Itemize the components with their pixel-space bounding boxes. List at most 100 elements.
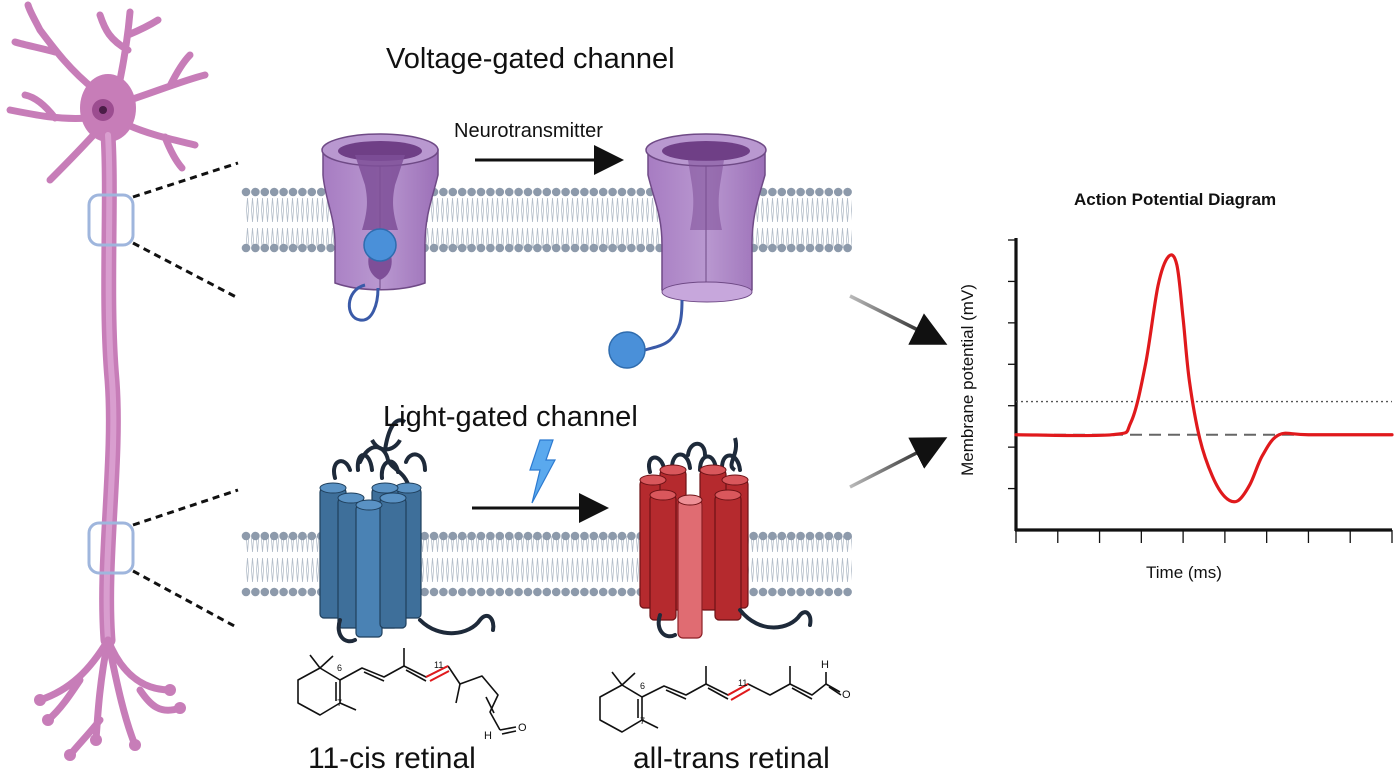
phospholipid-head (326, 243, 335, 253)
phospholipid-head (786, 587, 796, 597)
atom-label-7-trans: 7 (640, 716, 646, 726)
phospholipid-head (768, 187, 777, 197)
neurotransmitter-label: Neurotransmitter (454, 120, 603, 142)
phospholipid-head (457, 587, 467, 597)
phospholipid-head (589, 243, 599, 253)
phospholipid-head (542, 531, 552, 541)
phospholipid-head (843, 587, 852, 597)
phospholipid-head (504, 531, 514, 541)
phospholipid-head (279, 187, 288, 197)
phospholipid-head (617, 243, 627, 253)
phospholipid-head (561, 243, 570, 253)
phospholipid-head (316, 243, 326, 253)
phospholipid-head (260, 243, 270, 253)
phospholipid-head (570, 243, 580, 253)
light-gated-title: Light-gated channel (383, 401, 638, 433)
phospholipid-head (448, 187, 458, 197)
phospholipid-head (749, 587, 758, 597)
phospholipid-head (495, 243, 505, 253)
phospholipid-head (598, 243, 608, 253)
phospholipid-head (815, 531, 824, 541)
phospholipid-head (251, 187, 260, 197)
phospholipid-head (786, 243, 796, 253)
phospholipid-head (533, 243, 542, 253)
phospholipid-head (288, 187, 298, 197)
phospholipid-head (580, 187, 589, 197)
phospholipid-head (824, 187, 834, 197)
phospholipid-head (429, 243, 439, 253)
phospholipid-head (467, 587, 476, 597)
phospholipid-head (758, 531, 768, 541)
phospholipid-head (777, 587, 787, 597)
phospholipid-head (542, 243, 552, 253)
opsin-closed-icon (319, 418, 496, 644)
retinal-structure-icon (297, 648, 517, 735)
phospholipid-head (307, 587, 317, 597)
phospholipid-head (843, 243, 852, 253)
phospholipid-head (495, 187, 505, 197)
neuron-icon (6, 1, 209, 761)
phospholipid-head (241, 587, 251, 597)
phospholipid-head (598, 531, 608, 541)
phospholipid-head (570, 531, 580, 541)
phospholipid-head (796, 187, 805, 197)
phospholipid-head (608, 587, 617, 597)
phospholipid-head (298, 531, 307, 541)
phospholipid-head (542, 187, 552, 197)
trans-retinal-caption: all-trans retinal (633, 742, 830, 775)
voltage-gated-title: Voltage-gated channel (386, 43, 675, 75)
phospholipid-head (251, 531, 260, 541)
phospholipid-head (467, 531, 476, 541)
phospholipid-head (457, 243, 467, 253)
phospholipid-head (589, 587, 599, 597)
phospholipid-head (486, 187, 495, 197)
phospholipid-head (523, 587, 533, 597)
phospholipid-head (486, 531, 495, 541)
phospholipid-head (533, 587, 542, 597)
phospholipid-head (627, 243, 636, 253)
chart-y-label: Membrane potential (mV) (958, 284, 977, 476)
phospholipid-head (777, 243, 787, 253)
phospholipid-head (420, 587, 429, 597)
phospholipid-head (833, 187, 843, 197)
phospholipid-head (307, 243, 317, 253)
phospholipid-head (476, 187, 486, 197)
chart-x-label: Time (ms) (1146, 563, 1222, 582)
phospholipid-head (551, 531, 561, 541)
phospholipid-head (514, 187, 523, 197)
to-chart-arrow-lower (849, 437, 948, 489)
atom-label-11: 11 (434, 660, 444, 670)
phospholipid-head (627, 187, 636, 197)
phospholipid-head (805, 587, 815, 597)
phospholipid-head (796, 243, 805, 253)
phospholipid-head (288, 243, 298, 253)
phospholipid-head (439, 587, 448, 597)
phospholipid-head (495, 531, 505, 541)
phospholipid-head (486, 587, 495, 597)
phospholipid-head (580, 243, 589, 253)
phospholipid-head (298, 243, 307, 253)
voltage-gated-channel-closed-icon (321, 133, 439, 322)
phospholipid-head (598, 587, 608, 597)
phospholipid-head (514, 587, 523, 597)
phospholipid-head (589, 187, 599, 197)
phospholipid-head (457, 187, 467, 197)
phospholipid-head (241, 531, 251, 541)
phospholipid-head (551, 187, 561, 197)
phospholipid-head (523, 187, 533, 197)
phospholipid-head (467, 243, 476, 253)
phospholipid-head (429, 587, 439, 597)
phospholipid-head (504, 587, 514, 597)
phospholipid-head (580, 587, 589, 597)
phospholipid-head (598, 187, 608, 197)
phospholipid-head (833, 587, 843, 597)
phospholipid-head (551, 243, 561, 253)
phospholipid-head (758, 243, 768, 253)
phospholipid-head (260, 531, 270, 541)
phospholipid-head (457, 531, 467, 541)
phospholipid-head (260, 187, 270, 197)
phospholipid-head (514, 243, 523, 253)
phospholipid-head (288, 587, 298, 597)
phospholipid-head (251, 587, 260, 597)
